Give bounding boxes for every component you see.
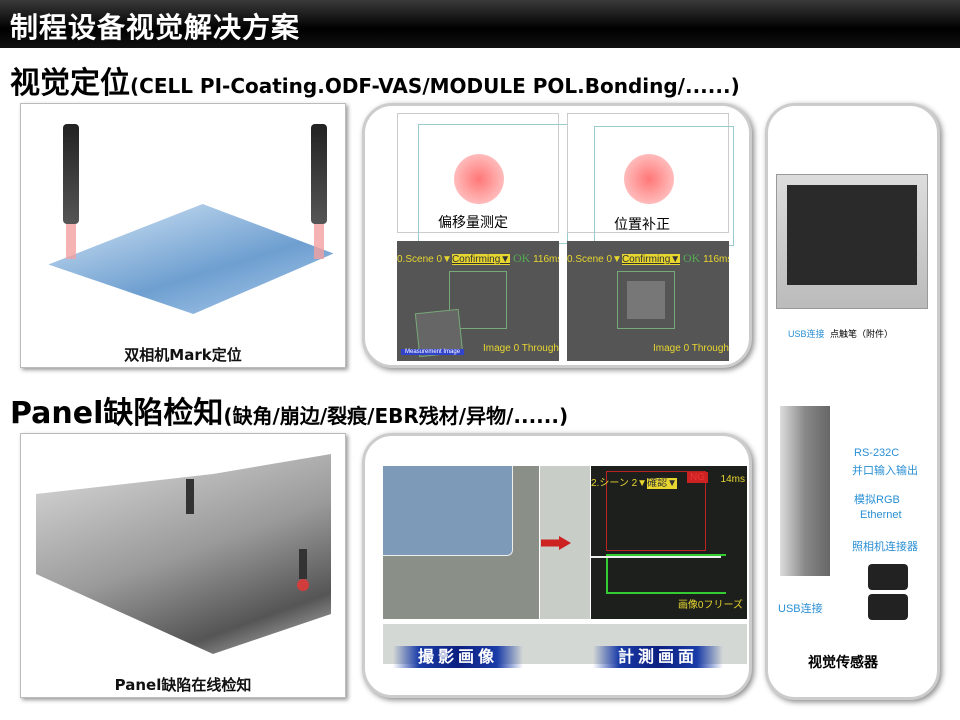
dual-camera-panel: 双相机Mark定位: [20, 103, 346, 368]
page-title: 制程设备视觉解决方案: [10, 11, 301, 44]
position-correct-image: 位置补正: [567, 113, 734, 246]
measurement-screen-label: 計測画面: [593, 646, 723, 668]
measurement-screen-2: 0.Scene 0▼Confirming▼ OK 116ms Image 0 T…: [567, 241, 729, 361]
camera-icon: [186, 479, 194, 514]
camera-icon: [868, 564, 908, 590]
monitor-image: [776, 174, 928, 309]
measurement-screen: 2.シーン 2▼確認▼ NG 14ms 画像0フリーズ: [591, 466, 747, 619]
caption: 视觉传感器: [808, 655, 878, 671]
camera-icon: [868, 594, 908, 620]
caption: 双相机Mark定位: [124, 346, 242, 364]
sensor-side-image: [780, 406, 830, 576]
camera-left-icon: [63, 124, 79, 224]
camera-right-icon: [311, 124, 327, 224]
light-beam: [66, 224, 76, 259]
offset-measure-image: 偏移量测定: [397, 113, 568, 244]
mark-icon: [454, 154, 504, 204]
mark-icon: [624, 154, 674, 204]
captured-image: [383, 466, 539, 619]
panel-inspection-image: Panel缺陷在线检知: [20, 433, 346, 698]
label: 位置补正: [614, 217, 670, 233]
label: Ethernet: [860, 509, 902, 521]
positioning-demo-panel: 偏移量测定 位置补正 0.Scene 0▼Confirming▼ OK 116m…: [362, 103, 752, 368]
label: 偏移量测定: [438, 215, 508, 231]
captured-image-label: 撮影画像: [393, 646, 523, 668]
label: 模拟RGB: [854, 494, 900, 506]
arrow-right-icon: [541, 536, 571, 550]
label: USB连接: [778, 603, 823, 615]
label: 点触笔（附件）: [830, 330, 894, 340]
title-bar: 制程设备视觉解决方案: [0, 0, 960, 48]
light-beam: [314, 224, 324, 259]
defect-demo-panel: 2.シーン 2▼確認▼ NG 14ms 画像0フリーズ 撮影画像 計測画面: [362, 433, 752, 698]
section-heading-positioning: 视觉定位(CELL PI-Coating.ODF-VAS/MODULE POL.…: [10, 66, 740, 101]
caption: Panel缺陷在线检知: [114, 676, 252, 694]
label: RS-232C: [854, 447, 900, 459]
label: 照相机连接器: [852, 541, 918, 553]
vision-sensor-panel: USB连接 点触笔（附件） RS-232C 并口输入输出 模拟RGB Ether…: [765, 103, 940, 700]
label: 并口输入输出: [852, 465, 918, 477]
measurement-screen-1: 0.Scene 0▼Confirming▼ OK 116ms Measureme…: [397, 241, 559, 361]
label: USB连接: [788, 329, 825, 339]
camera-icon: [299, 549, 307, 579]
section-heading-defect: Panel缺陷检知(缺角/崩边/裂痕/EBR残材/异物/......): [10, 396, 569, 431]
